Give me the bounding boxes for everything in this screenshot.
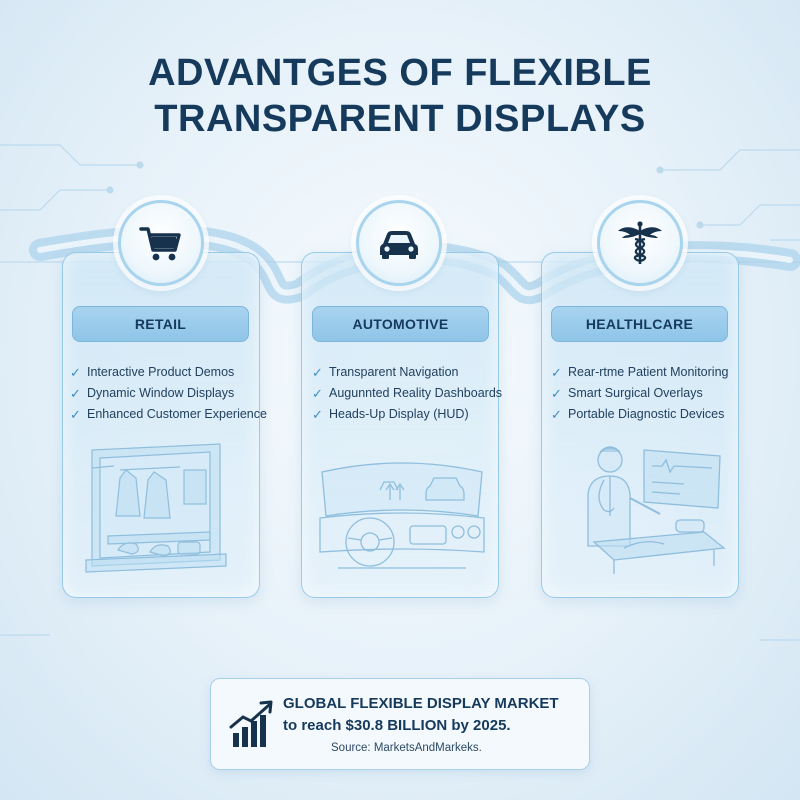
list-item: ✓ Augunnted Reality Dashboards [312, 383, 502, 404]
caduceus-icon [597, 200, 683, 286]
list-item: ✓ Rear-rtme Patient Monitoring [551, 362, 728, 383]
healthcare-bullet-list: ✓ Rear-rtme Patient Monitoring ✓ Smart Sur… [551, 362, 728, 425]
list-item: ✓ Transparent Navigation [312, 362, 502, 383]
bullet-text: Rear-rtme Patient Monitoring [568, 365, 729, 379]
check-icon: ✓ [70, 386, 81, 401]
growth-chart-icon [229, 700, 273, 747]
list-item: ✓ Heads-Up Display (HUD) [312, 404, 502, 425]
page-title: ADVANTGES OF FLEXIBLE TRANSPARENT DISPLA… [0, 50, 800, 142]
bullet-text: Transparent Navigation [329, 365, 459, 379]
car-dashboard-illustration [318, 456, 486, 580]
title-line-1: ADVANTGES OF FLEXIBLE [148, 52, 652, 94]
check-icon: ✓ [551, 407, 562, 422]
list-item: ✓ Portable Diagnostic Devices [551, 404, 728, 425]
bullet-text: Heads-Up Display (HUD) [329, 407, 469, 421]
healthcare-label: HEALTHLCARE [551, 306, 728, 342]
bullet-text: Enhanced Customer Experience [87, 407, 267, 421]
list-item: ✓ Smart Surgical Overlays [551, 383, 728, 404]
bullet-text: Dynamic Window Displays [87, 386, 235, 400]
bullet-text: Smart Surgical Overlays [568, 386, 703, 400]
bullet-text: Portable Diagnostic Devices [568, 407, 725, 421]
market-headline: GLOBAL FLEXIBLE DISPLAY MARKET [283, 695, 559, 712]
doctor-monitor-illustration [564, 436, 732, 582]
market-forecast-box: GLOBAL FLEXIBLE DISPLAY MARKET to reach … [210, 678, 590, 770]
check-icon: ✓ [312, 365, 323, 380]
list-item: ✓ Dynamic Window Displays [70, 383, 267, 404]
check-icon: ✓ [312, 386, 323, 401]
retail-bullet-list: ✓ Interactive Product Demos ✓ Dynamic Wind… [70, 362, 267, 425]
retail-display-illustration [80, 440, 240, 580]
list-item: ✓ Enhanced Customer Experience [70, 404, 267, 425]
title-line-2: TRANSPARENT DISPLAYS [154, 98, 646, 140]
check-icon: ✓ [70, 407, 81, 422]
shopping-cart-icon [118, 200, 204, 286]
list-item: ✓ Interactive Product Demos [70, 362, 267, 383]
check-icon: ✓ [551, 386, 562, 401]
market-forecast: to reach $30.8 BILLION by 2025. [283, 717, 511, 734]
automotive-bullet-list: ✓ Transparent Navigation ✓ Augunnted Reali… [312, 362, 502, 425]
car-icon [356, 200, 442, 286]
check-icon: ✓ [551, 365, 562, 380]
check-icon: ✓ [70, 365, 81, 380]
bullet-text: Interactive Product Demos [87, 365, 235, 379]
automotive-label: AUTOMOTIVE [312, 306, 489, 342]
bullet-text: Augunnted Reality Dashboards [329, 386, 503, 400]
market-source: Source: MarketsAndMarkeks. [331, 742, 482, 754]
check-icon: ✓ [312, 407, 323, 422]
retail-label: RETAIL [72, 306, 249, 342]
